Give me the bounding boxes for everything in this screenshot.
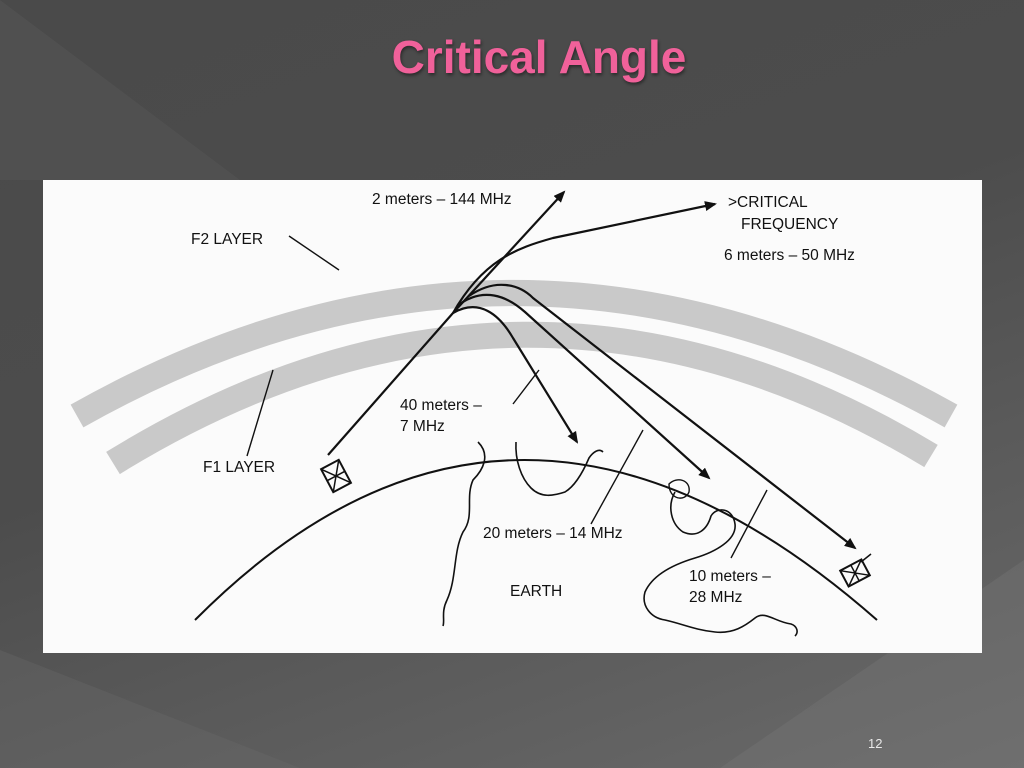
leader-f1 — [246, 369, 274, 457]
receiver-tower-right — [838, 553, 872, 588]
landmass-center — [515, 441, 604, 497]
ray-6-meters — [452, 201, 717, 314]
label-40-meters-line2: 7 MHz — [400, 418, 445, 435]
ray-20-meters — [456, 293, 711, 480]
leader-f2 — [288, 235, 340, 271]
label-10-meters-line2: 28 MHz — [689, 589, 742, 606]
leader-10-meters — [730, 489, 768, 559]
label-20-meters: 20 meters – 14 MHz — [483, 525, 623, 542]
page-number: 12 — [868, 736, 883, 751]
slide-title: Critical Angle — [391, 31, 687, 83]
label-critical-line2: FREQUENCY — [741, 216, 838, 233]
f1-layer-band — [106, 321, 938, 475]
landmass-right — [643, 491, 798, 637]
landmass-left — [442, 441, 486, 627]
label-f1-layer: F1 LAYER — [203, 459, 275, 476]
f2-layer-band — [70, 280, 958, 428]
diagram-panel: F2 LAYER F1 LAYER EARTH 2 meters – 144 M… — [43, 180, 982, 653]
ray-10-meters — [468, 283, 857, 550]
leader-40-meters — [512, 369, 540, 405]
transmitter-tower-left — [319, 458, 353, 494]
label-10-meters-line1: 10 meters – — [689, 568, 771, 585]
ray-common-segment — [327, 312, 454, 456]
label-f2-layer: F2 LAYER — [191, 231, 263, 248]
earth-surface — [194, 459, 878, 621]
label-2-meters: 2 meters – 144 MHz — [372, 191, 512, 208]
ray-40-meters — [452, 306, 579, 444]
island — [668, 479, 690, 499]
ionosphere-diagram: F2 LAYER F1 LAYER EARTH 2 meters – 144 M… — [70, 190, 958, 637]
label-earth: EARTH — [510, 583, 562, 600]
ray-2-meters — [452, 190, 566, 314]
label-critical-line1: >CRITICAL — [728, 194, 808, 211]
leader-20-meters — [590, 429, 644, 525]
label-6-meters: 6 meters – 50 MHz — [724, 247, 855, 264]
label-40-meters-line1: 40 meters – — [400, 397, 482, 414]
